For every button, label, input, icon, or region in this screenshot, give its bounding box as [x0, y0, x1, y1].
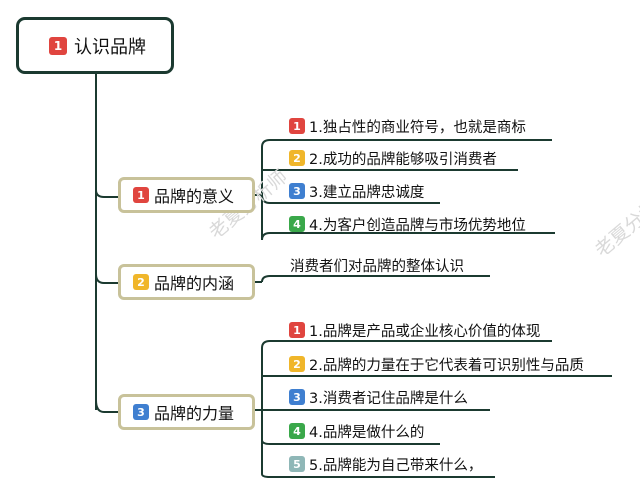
leaf-label: 5.品牌能为自己带来什么，: [309, 457, 483, 474]
priority-1-icon: 1: [289, 322, 305, 338]
root-label: 认识品牌: [74, 36, 146, 58]
priority-4-icon: 4: [289, 423, 305, 439]
branch-node-meaning[interactable]: 1 品牌的意义: [118, 177, 255, 213]
leaf-node[interactable]: 4 4.品牌是做什么的: [289, 421, 424, 441]
leaf-node[interactable]: 2 2.品牌的力量在于它代表着可识别性与品质: [289, 354, 584, 374]
priority-1-icon: 1: [289, 118, 305, 134]
leaf-label: 1.独占性的商业符号，也就是商标: [309, 119, 526, 136]
leaf-node[interactable]: 4 4.为客户创造品牌与市场优势地位: [289, 214, 526, 234]
priority-2-icon: 2: [289, 150, 305, 166]
priority-1-icon: 1: [49, 36, 67, 55]
leaf-label: 4.为客户创造品牌与市场优势地位: [309, 217, 526, 234]
leaf-label: 2.成功的品牌能够吸引消费者: [309, 151, 497, 168]
priority-5-icon: 5: [289, 456, 305, 472]
priority-3-icon: 3: [289, 389, 305, 405]
priority-1-icon: 1: [133, 187, 149, 203]
leaf-node[interactable]: 5 5.品牌能为自己带来什么，: [289, 454, 482, 474]
priority-2-icon: 2: [289, 356, 305, 372]
priority-2-icon: 2: [133, 274, 149, 290]
leaf-label: 3.消费者记住品牌是什么: [309, 390, 468, 407]
leaf-node[interactable]: 3 3.消费者记住品牌是什么: [289, 387, 468, 407]
leaf-node[interactable]: 消费者们对品牌的整体认识: [290, 255, 464, 275]
priority-3-icon: 3: [289, 183, 305, 199]
branch-node-connotation[interactable]: 2 品牌的内涵: [118, 264, 255, 300]
leaf-node[interactable]: 1 1.独占性的商业符号，也就是商标: [289, 116, 526, 136]
leaf-node[interactable]: 3 3.建立品牌忠诚度: [289, 181, 424, 201]
branch-label: 品牌的力量: [154, 404, 235, 423]
leaf-node[interactable]: 2 2.成功的品牌能够吸引消费者: [289, 148, 497, 168]
leaf-label: 消费者们对品牌的整体认识: [290, 258, 464, 275]
branch-label: 品牌的意义: [154, 187, 235, 206]
leaf-label: 2.品牌的力量在于它代表着可识别性与品质: [309, 357, 584, 374]
priority-4-icon: 4: [289, 216, 305, 232]
leaf-label: 3.建立品牌忠诚度: [309, 184, 425, 201]
priority-3-icon: 3: [133, 404, 149, 420]
branch-node-power[interactable]: 3 品牌的力量: [118, 394, 255, 430]
leaf-label: 1.品牌是产品或企业核心价值的体现: [309, 323, 541, 340]
root-node[interactable]: 1 认识品牌: [16, 17, 174, 74]
leaf-node[interactable]: 1 1.品牌是产品或企业核心价值的体现: [289, 320, 540, 340]
leaf-label: 4.品牌是做什么的: [309, 424, 425, 441]
branch-label: 品牌的内涵: [154, 274, 235, 293]
